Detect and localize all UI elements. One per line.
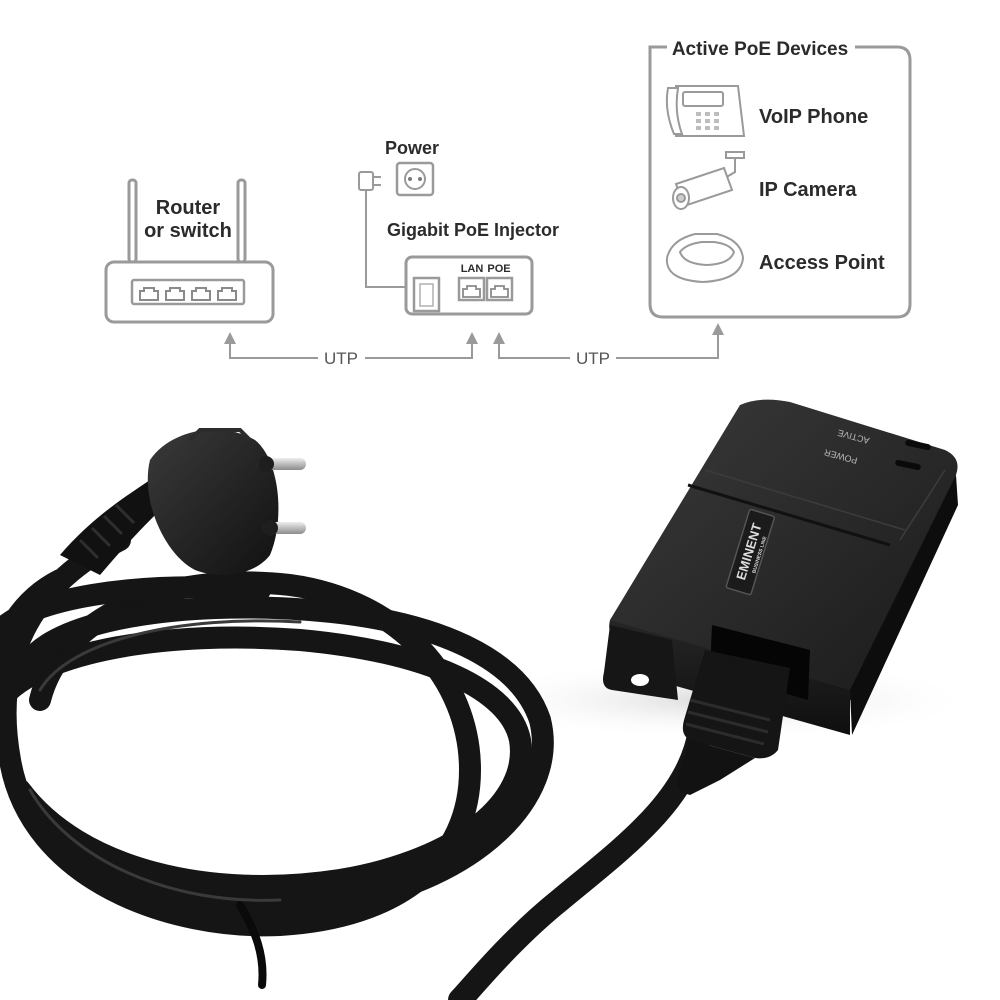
power-socket-icon: [395, 161, 435, 197]
network-diagram: Router or switch Power Gigabit PoE Injec…: [104, 39, 912, 368]
device-label-voip-phone: VoIP Phone: [759, 106, 868, 128]
power-adapter-icon: [358, 171, 381, 191]
router-switch: Router or switch: [104, 178, 275, 324]
port-lan-icon: [457, 276, 486, 302]
utp-arrowheads: [224, 323, 724, 344]
active-poe-devices-group: Active PoE Devices VoIP Phone: [648, 39, 912, 319]
port-lan-label: LAN: [461, 263, 484, 275]
router-antenna-right: [236, 178, 247, 264]
utp-link-router-injector: [229, 342, 473, 359]
port-poe-icon: [485, 276, 514, 302]
ip-camera-icon: [672, 151, 745, 210]
power-cable-coil: [0, 529, 712, 1000]
power-cable-line: [365, 190, 406, 288]
power-label: Power: [385, 138, 439, 158]
injector-label: Gigabit PoE Injector: [387, 220, 559, 240]
utp-links: [229, 333, 719, 359]
router-label-line2: or switch: [144, 220, 232, 242]
router-label-line1: Router: [156, 197, 221, 219]
product-photo: ACTIVE POWER EMINENT BUSINESS LINE: [0, 399, 980, 1000]
power-source: Power: [358, 138, 439, 288]
router-antenna-left: [127, 178, 138, 264]
utp-label-right: UTP: [576, 349, 610, 368]
poe-injector-diagram: Gigabit PoE Injector LAN POE: [387, 220, 559, 316]
plug-body: [147, 429, 279, 575]
access-point-icon: [665, 233, 745, 284]
mounting-tab: [603, 625, 678, 700]
devices-group-title: Active PoE Devices: [672, 39, 848, 60]
device-label-ip-camera: IP Camera: [759, 179, 857, 201]
utp-label-left: UTP: [324, 349, 358, 368]
utp-link-injector-devices: [498, 333, 719, 359]
router-ethernet-ports: [139, 287, 237, 301]
device-top-face: [609, 399, 958, 700]
poe-injector-device: ACTIVE POWER EMINENT BUSINESS LINE: [603, 399, 958, 795]
device-label-access-point: Access Point: [759, 252, 885, 274]
schuko-power-plug: [60, 428, 306, 575]
voip-phone-icon: [665, 85, 746, 137]
devices-group-frame: [648, 45, 912, 319]
port-poe-label: POE: [487, 263, 510, 275]
router-port-bay: [130, 278, 246, 306]
